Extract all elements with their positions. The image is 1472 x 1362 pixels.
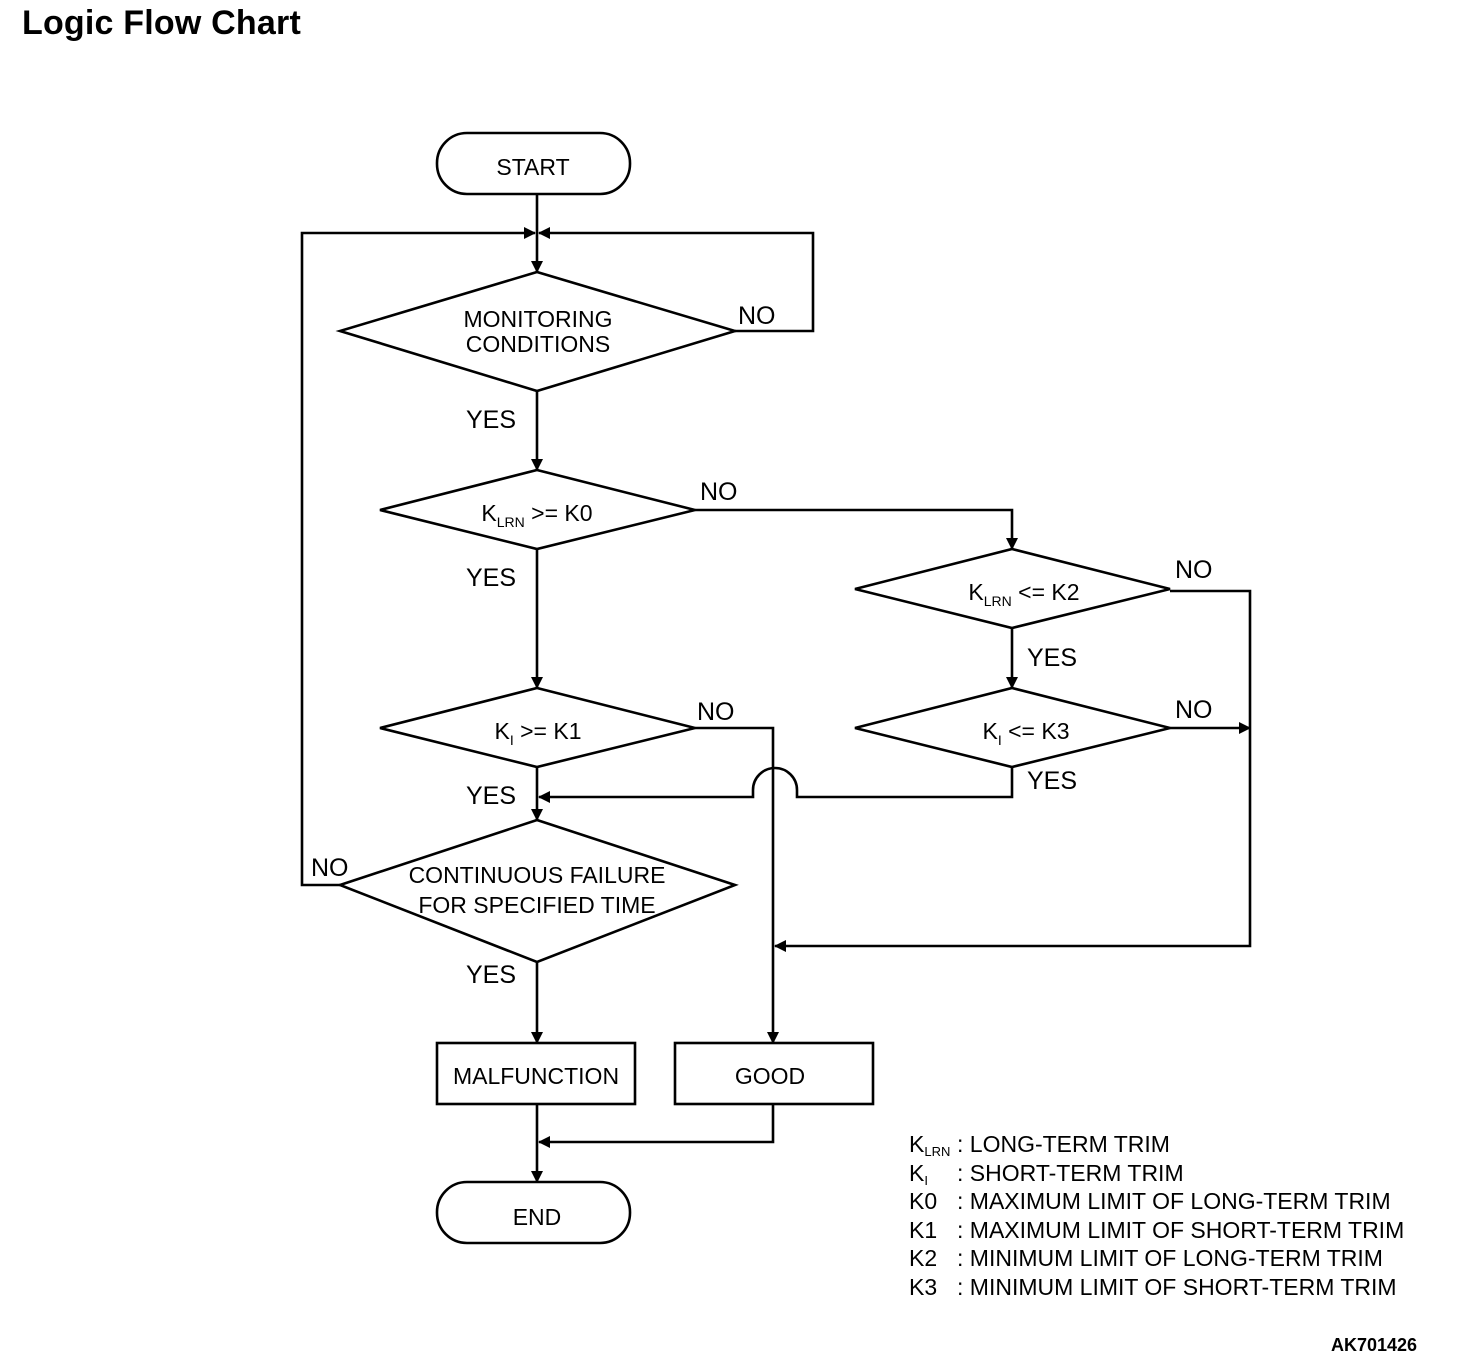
- klrn-k0-no-label: NO: [700, 478, 738, 506]
- legend-separator: :: [957, 1131, 970, 1157]
- connector-continuous-no-loop: [300, 227, 536, 887]
- legend-symbol: K0: [909, 1188, 938, 1215]
- continuous-label-line2: FOR SPECIFIED TIME: [418, 892, 655, 918]
- start-node: START: [435, 131, 632, 196]
- legend-symbol: KLRN: [909, 1131, 951, 1159]
- legend-row: K3: MINIMUM LIMIT OF SHORT-TERM TRIM: [909, 1273, 1404, 1302]
- connector-good-end: [538, 1104, 775, 1148]
- klrn-k0-label: KLRN >= K0: [481, 500, 592, 530]
- decision-ki-k1: KI >= K1: [379, 686, 696, 769]
- klrn-k2-label: KLRN <= K2: [968, 579, 1079, 609]
- klrn-k0-yes-label: YES: [466, 564, 516, 592]
- legend-row: K0: MAXIMUM LIMIT OF LONG-TERM TRIM: [909, 1187, 1404, 1216]
- connector-ki-k1-no: [695, 726, 779, 1044]
- figure-id: AK701426: [1331, 1335, 1418, 1355]
- legend-symbol: K3: [909, 1273, 938, 1300]
- continuous-no-label: NO: [311, 854, 349, 882]
- branch-labels: NO YES NO YES NO YES NO NO YES YES NO YE…: [311, 302, 1213, 989]
- malfunction-box: MALFUNCTION: [435, 1041, 637, 1106]
- ki-k3-label: KI <= K3: [982, 718, 1069, 748]
- good-box: GOOD: [673, 1041, 875, 1106]
- connector-klrn-k0-no: [695, 508, 1018, 550]
- legend-description: MAXIMUM LIMIT OF SHORT-TERM TRIM: [969, 1216, 1405, 1243]
- end-node: END: [435, 1180, 632, 1245]
- ki-k1-no-label: NO: [697, 698, 735, 726]
- page-title: Logic Flow Chart: [22, 4, 301, 42]
- monitoring-label-line1: MONITORING: [463, 306, 612, 332]
- legend-separator: :: [957, 1188, 970, 1215]
- ki-k1-label: KI >= K1: [494, 718, 581, 748]
- klrn-k2-no-label: NO: [1175, 556, 1213, 584]
- legend-description: SHORT-TERM TRIM: [969, 1159, 1184, 1186]
- legend-separator: :: [957, 1216, 970, 1243]
- klrn-k2-yes-label: YES: [1027, 644, 1077, 672]
- legend-separator: :: [957, 1245, 970, 1272]
- legend-row: KLRN: LONG-TERM TRIM: [909, 1130, 1404, 1159]
- decision-continuous-failure: CONTINUOUS FAILURE FOR SPECIFIED TIME: [336, 818, 739, 964]
- connector-klrn-k2-no: [774, 589, 1252, 952]
- monitoring-label-line2: CONDITIONS: [466, 331, 610, 357]
- legend-symbol: K1: [909, 1216, 938, 1243]
- good-label: GOOD: [735, 1063, 805, 1089]
- legend-description: LONG-TERM TRIM: [969, 1131, 1170, 1157]
- legend-description: MINIMUM LIMIT OF LONG-TERM TRIM: [969, 1245, 1383, 1272]
- malfunction-label: MALFUNCTION: [453, 1063, 619, 1089]
- monitoring-yes-label: YES: [466, 406, 516, 434]
- legend-separator: :: [957, 1159, 970, 1186]
- legend-description: MAXIMUM LIMIT OF LONG-TERM TRIM: [969, 1188, 1391, 1215]
- start-label: START: [496, 154, 569, 180]
- legend-row: K1: MAXIMUM LIMIT OF SHORT-TERM TRIM: [909, 1216, 1404, 1245]
- decision-monitoring-conditions: MONITORING CONDITIONS: [335, 270, 740, 393]
- legend-row: KI: SHORT-TERM TRIM: [909, 1159, 1404, 1188]
- decision-klrn-k0: KLRN >= K0: [379, 468, 696, 551]
- ki-k3-no-label: NO: [1175, 696, 1213, 724]
- legend-separator: :: [957, 1273, 970, 1300]
- legend-symbol: KI: [909, 1159, 928, 1188]
- decision-klrn-k2: KLRN <= K2: [854, 547, 1171, 630]
- monitoring-no-label: NO: [738, 302, 776, 330]
- continuous-yes-label: YES: [466, 961, 516, 989]
- legend-description: MINIMUM LIMIT OF SHORT-TERM TRIM: [969, 1273, 1397, 1300]
- legend-symbol: K2: [909, 1245, 938, 1272]
- connector-ki-k3-yes: [538, 766, 1014, 803]
- ki-k1-yes-label: YES: [466, 782, 516, 810]
- ki-k3-yes-label: YES: [1027, 767, 1077, 795]
- continuous-label-line1: CONTINUOUS FAILURE: [409, 862, 666, 888]
- end-label: END: [513, 1204, 562, 1230]
- decision-ki-k3: KI <= K3: [854, 686, 1171, 769]
- connectors: [300, 194, 1252, 1183]
- legend-row: K2: MINIMUM LIMIT OF LONG-TERM TRIM: [909, 1244, 1404, 1273]
- connector-monitoring-no-loop: [538, 227, 815, 333]
